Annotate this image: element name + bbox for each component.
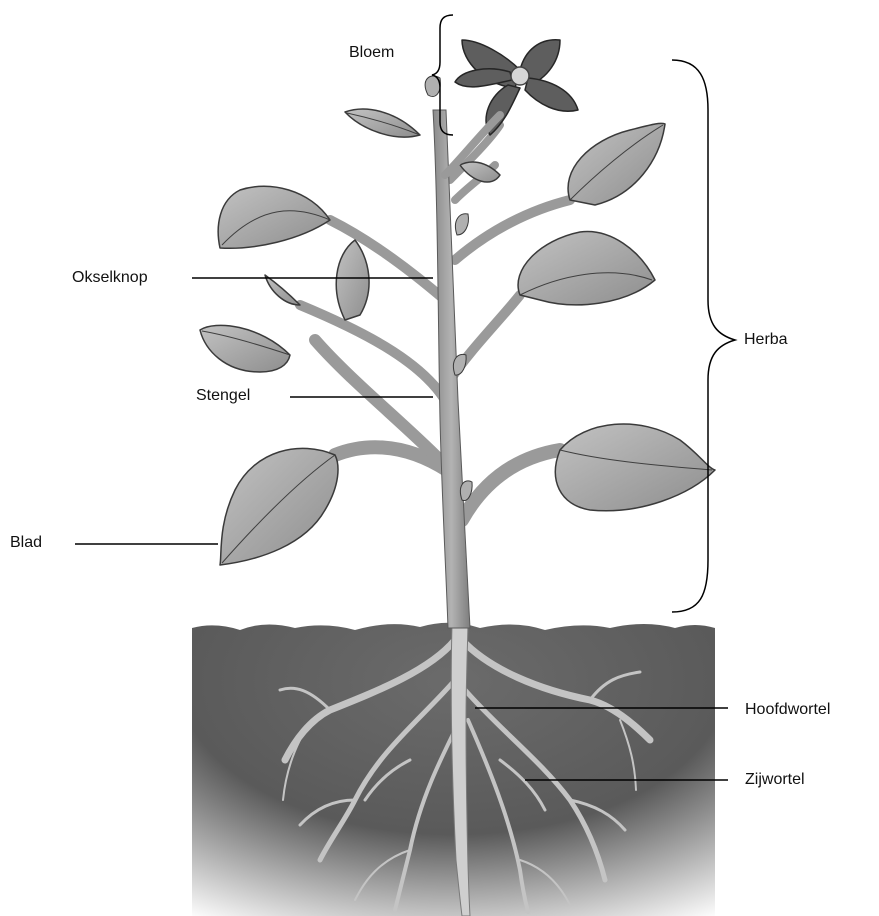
herba-bracket <box>672 60 735 612</box>
bloem-label: Bloem <box>349 45 394 61</box>
leaf-mid-left <box>200 325 290 372</box>
stengel-label: Stengel <box>196 388 250 404</box>
leaf-small-left-tip <box>265 275 300 305</box>
bud-upper <box>455 214 468 235</box>
leaf-upper-right <box>568 123 665 205</box>
leaf-lower-right <box>555 424 715 511</box>
leaf-mid-left-upper <box>336 240 369 320</box>
branches <box>300 125 570 520</box>
flower <box>455 40 578 135</box>
okselknop-label: Okselknop <box>72 270 148 286</box>
leaf-upper-left <box>218 186 330 248</box>
blad-label: Blad <box>10 535 42 551</box>
hoofdwortel-label: Hoofdwortel <box>745 702 830 718</box>
leaf-mid-right <box>518 232 655 305</box>
flower-center <box>511 67 529 85</box>
leaf-top-left <box>345 109 420 137</box>
petal-3 <box>525 78 578 111</box>
zijwortel-label: Zijwortel <box>745 772 805 788</box>
herba-label: Herba <box>744 332 788 348</box>
